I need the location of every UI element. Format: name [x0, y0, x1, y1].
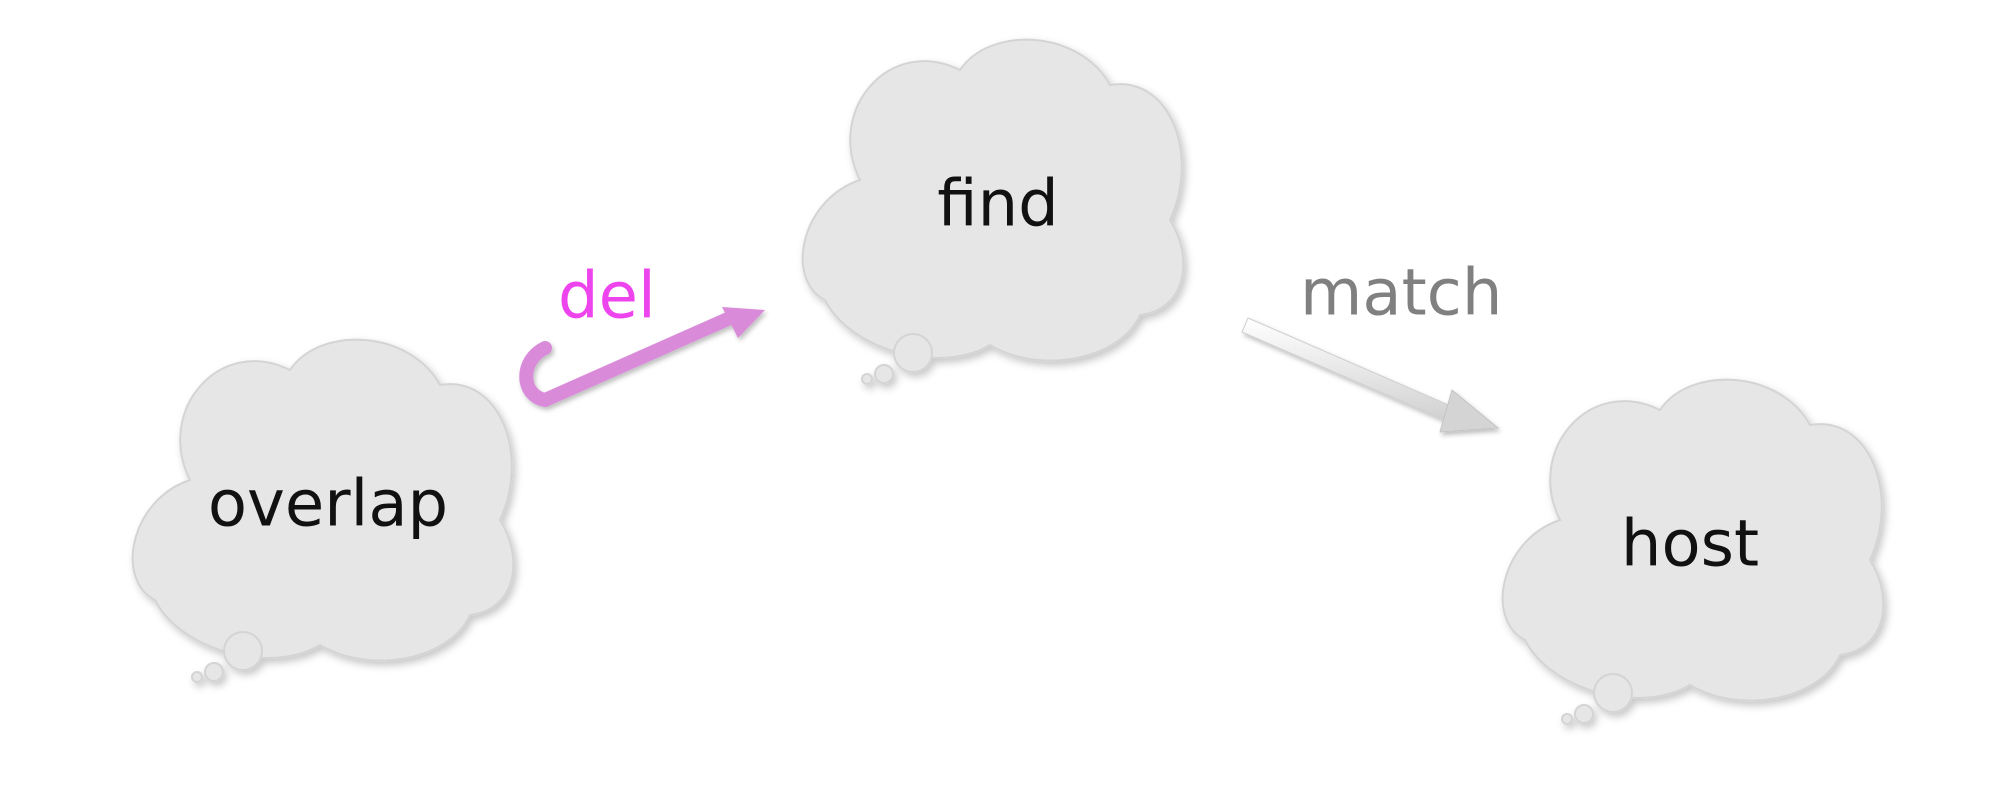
edge-arrow-del [519, 307, 765, 407]
edge-match-shaft [1241, 317, 1461, 425]
edge-arrow-match [1241, 317, 1500, 433]
edge-label-del: del [558, 260, 656, 334]
thought-bubble-small [861, 373, 873, 385]
thought-bubble-small [1561, 713, 1573, 725]
cloud-node-host [1501, 378, 1885, 725]
node-label-overlap: overlap [208, 468, 448, 542]
cloud-node-overlap [131, 338, 515, 683]
thought-bubble-large [223, 631, 263, 671]
edge-del-arrowhead [722, 307, 765, 338]
node-label-host: host [1621, 508, 1759, 582]
thought-bubble-medium [1574, 704, 1594, 724]
edge-match-arrowhead [1439, 389, 1500, 433]
thought-bubble-medium [204, 662, 224, 682]
edge-label-match: match [1300, 257, 1502, 331]
cloud-node-find [801, 38, 1185, 385]
thought-bubble-medium [874, 364, 894, 384]
thought-bubble-small [191, 671, 203, 683]
node-label-find: find [937, 168, 1059, 242]
edge-del-shaft [519, 311, 737, 407]
thought-bubble-large [1593, 673, 1633, 713]
thought-bubble-large [893, 333, 933, 373]
